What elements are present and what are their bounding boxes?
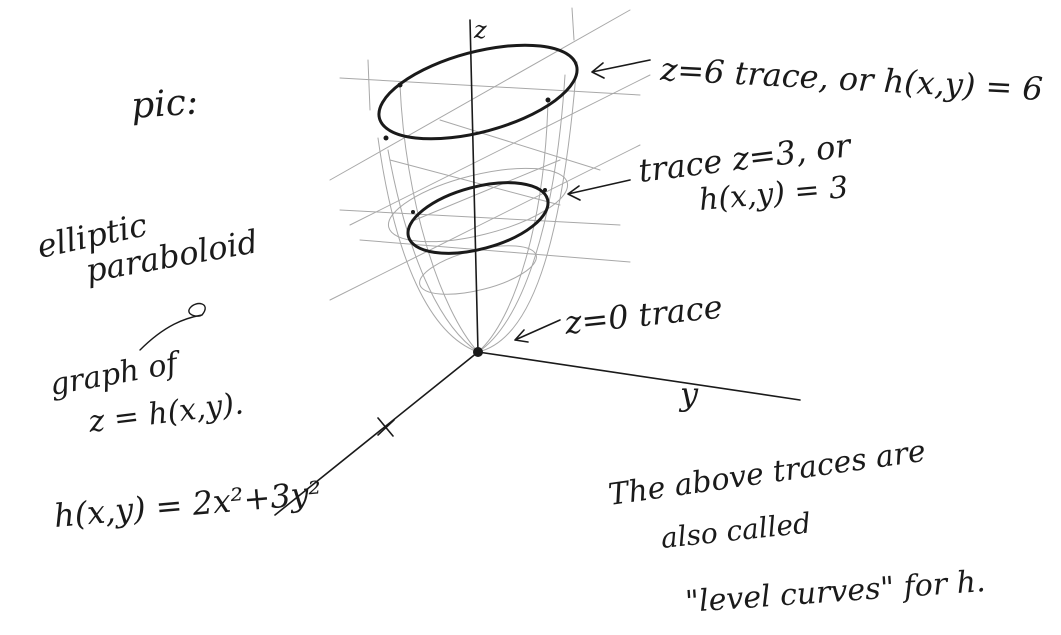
trace-z0-label: z=0 trace (562, 288, 724, 342)
trace-point (545, 97, 551, 103)
axes (274, 19, 801, 516)
note-line-1: The above traces are (606, 434, 928, 513)
x-tick-mark (377, 417, 395, 437)
labels: z y pic: elliptic paraboloid graph of z … (34, 16, 1044, 620)
trace-point (383, 135, 389, 141)
trace-z6-label: z=6 trace, or h(x,y) = 6 (659, 50, 1044, 108)
graph-equation-label: z = h(x,y). (86, 386, 246, 440)
traces (377, 43, 579, 255)
origin-point (473, 347, 483, 357)
trace-point (397, 82, 403, 88)
graph-of-label: graph of (47, 345, 185, 403)
trace-point (411, 210, 415, 214)
y-axis-label: y (678, 375, 699, 413)
arrow-to-z0 (514, 319, 561, 343)
paraboloid-surface (367, 7, 578, 353)
note-line-2: also called (659, 506, 812, 555)
pic-label: pic: (130, 81, 200, 127)
arrow-to-z6 (591, 59, 651, 79)
x-axis-line (274, 351, 479, 516)
trace-z6-ellipse (377, 43, 579, 141)
y-axis-line (477, 351, 801, 401)
pointer-arrows (514, 59, 651, 343)
trace-z3-ellipse (406, 181, 550, 255)
curved-arrow (139, 302, 206, 351)
note-line-3: "level curves" for h. (684, 564, 986, 620)
arrow-to-z3 (567, 179, 631, 201)
trace-point (543, 188, 547, 192)
h-definition-label: h(x,y) = 2x²+3y² (52, 474, 323, 535)
z-axis-label: z (473, 16, 487, 44)
construction-lines (329, 9, 651, 301)
